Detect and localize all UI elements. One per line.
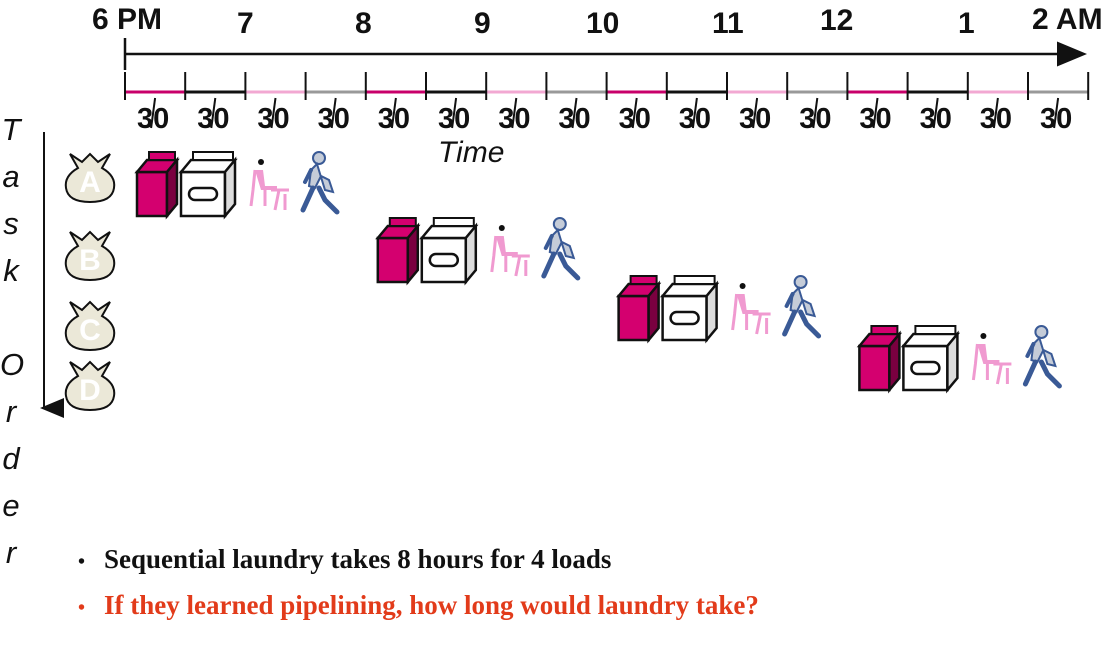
segment-divider xyxy=(451,97,458,129)
segment-label: 30 xyxy=(799,103,831,135)
time-axis-label: Time xyxy=(438,136,504,169)
bullet-text: If they learned pipelining, how long wou… xyxy=(104,590,759,620)
walking-person-icon xyxy=(300,151,340,215)
washer-icon xyxy=(375,217,421,286)
bullet-text: Sequential laundry takes 8 hours for 4 l… xyxy=(104,544,612,574)
dryer-icon xyxy=(419,217,479,286)
bullet-pipelining-question: • If they learned pipelining, how long w… xyxy=(78,590,1078,636)
folder-icon xyxy=(731,283,771,335)
laundry-bags: A B CD xyxy=(64,152,116,412)
task-order-letter: O xyxy=(0,347,25,382)
segment-divider xyxy=(270,97,277,129)
bullet-dot: • xyxy=(78,551,86,573)
load-row xyxy=(856,325,1062,394)
washer-icon xyxy=(134,151,180,220)
segment-divider xyxy=(691,97,698,129)
load-row xyxy=(134,151,340,220)
segment-label: 30 xyxy=(137,103,169,135)
segment-label: 30 xyxy=(378,103,410,135)
segment-divider xyxy=(511,97,518,129)
hour-label: 12 xyxy=(820,4,853,37)
segment-label: 30 xyxy=(980,103,1012,135)
segment-divider xyxy=(992,97,999,129)
hour-label: 9 xyxy=(474,7,491,40)
task-letter: C xyxy=(79,314,101,347)
bullet-list: • Sequential laundry takes 8 hours for 4… xyxy=(78,544,1078,636)
laundry-bag-icon: A xyxy=(64,152,116,204)
load-rows xyxy=(134,151,1062,394)
task-order-letter: e xyxy=(2,488,20,523)
segment-label: 30 xyxy=(318,103,350,135)
segment-label: 30 xyxy=(438,103,470,135)
washer-icon xyxy=(615,275,662,344)
segment-label: 30 xyxy=(920,103,952,135)
dryer-icon xyxy=(659,275,720,344)
segment-label: 30 xyxy=(197,103,229,135)
washer-icon xyxy=(856,325,903,394)
load-row xyxy=(375,217,581,286)
segment-label: 30 xyxy=(558,103,590,135)
laundry-bag-icon: B xyxy=(64,230,116,282)
bullet-sequential: • Sequential laundry takes 8 hours for 4… xyxy=(78,544,1078,590)
segment-divider xyxy=(872,97,879,129)
segment-divider xyxy=(1053,97,1060,129)
segment-label: 30 xyxy=(679,103,711,135)
hour-label: 6 PM xyxy=(92,3,162,36)
segment-label: 30 xyxy=(859,103,891,135)
walking-person-icon xyxy=(782,275,822,339)
task-order-letter: d xyxy=(2,441,20,476)
segment-divider xyxy=(631,97,638,129)
segment-label: 30 xyxy=(1040,103,1072,135)
hour-label: 8 xyxy=(355,7,372,40)
task-order-letter xyxy=(0,294,22,341)
load-row xyxy=(615,275,822,344)
segment-label: 30 xyxy=(498,103,530,135)
segment-divider xyxy=(932,97,939,129)
segment-divider xyxy=(210,97,217,129)
task-order-letter: r xyxy=(5,535,17,570)
segment-label: 30 xyxy=(739,103,771,135)
folder-icon xyxy=(249,159,289,211)
task-order-letter: r xyxy=(5,394,17,429)
hour-label: 1 xyxy=(958,7,975,40)
task-order-letter: a xyxy=(2,159,20,194)
segment-divider xyxy=(571,97,578,129)
task-order-letter: k xyxy=(3,253,19,288)
segment-divider xyxy=(812,97,819,129)
segment-divider xyxy=(390,97,397,129)
hour-label: 7 xyxy=(237,7,254,40)
hour-label: 11 xyxy=(712,7,744,40)
segment-labels: 30 30 30 30 30 30 30 30 30 30 30 30 30 30 30 30 xyxy=(137,103,1072,135)
segment-divider xyxy=(752,97,759,129)
segment-label: 30 xyxy=(619,103,651,135)
task-letter: D xyxy=(79,374,101,407)
dryer-icon xyxy=(900,325,961,394)
segment-divider xyxy=(330,97,337,129)
hour-labels: 6 PM 7 8 9 10 11 12 1 2 AM xyxy=(92,3,1103,40)
laundry-bag-icon: D xyxy=(64,360,116,412)
hour-label: 10 xyxy=(586,7,619,40)
half-hour-segments xyxy=(124,72,1090,129)
task-order-letter: s xyxy=(3,206,19,241)
dryer-icon xyxy=(178,151,238,220)
bullet-dot: • xyxy=(78,597,86,619)
segment-label: 30 xyxy=(257,103,289,135)
walking-person-icon xyxy=(541,217,581,281)
segment-divider xyxy=(150,97,157,129)
folder-icon xyxy=(971,333,1012,385)
task-order-letter: T xyxy=(1,112,21,147)
walking-person-icon xyxy=(1022,325,1062,389)
laundry-bag-icon: C xyxy=(64,300,116,352)
folder-icon xyxy=(490,225,530,277)
task-letter: B xyxy=(79,244,101,277)
task-letter: A xyxy=(79,166,101,199)
hour-label: 2 AM xyxy=(1032,3,1103,36)
